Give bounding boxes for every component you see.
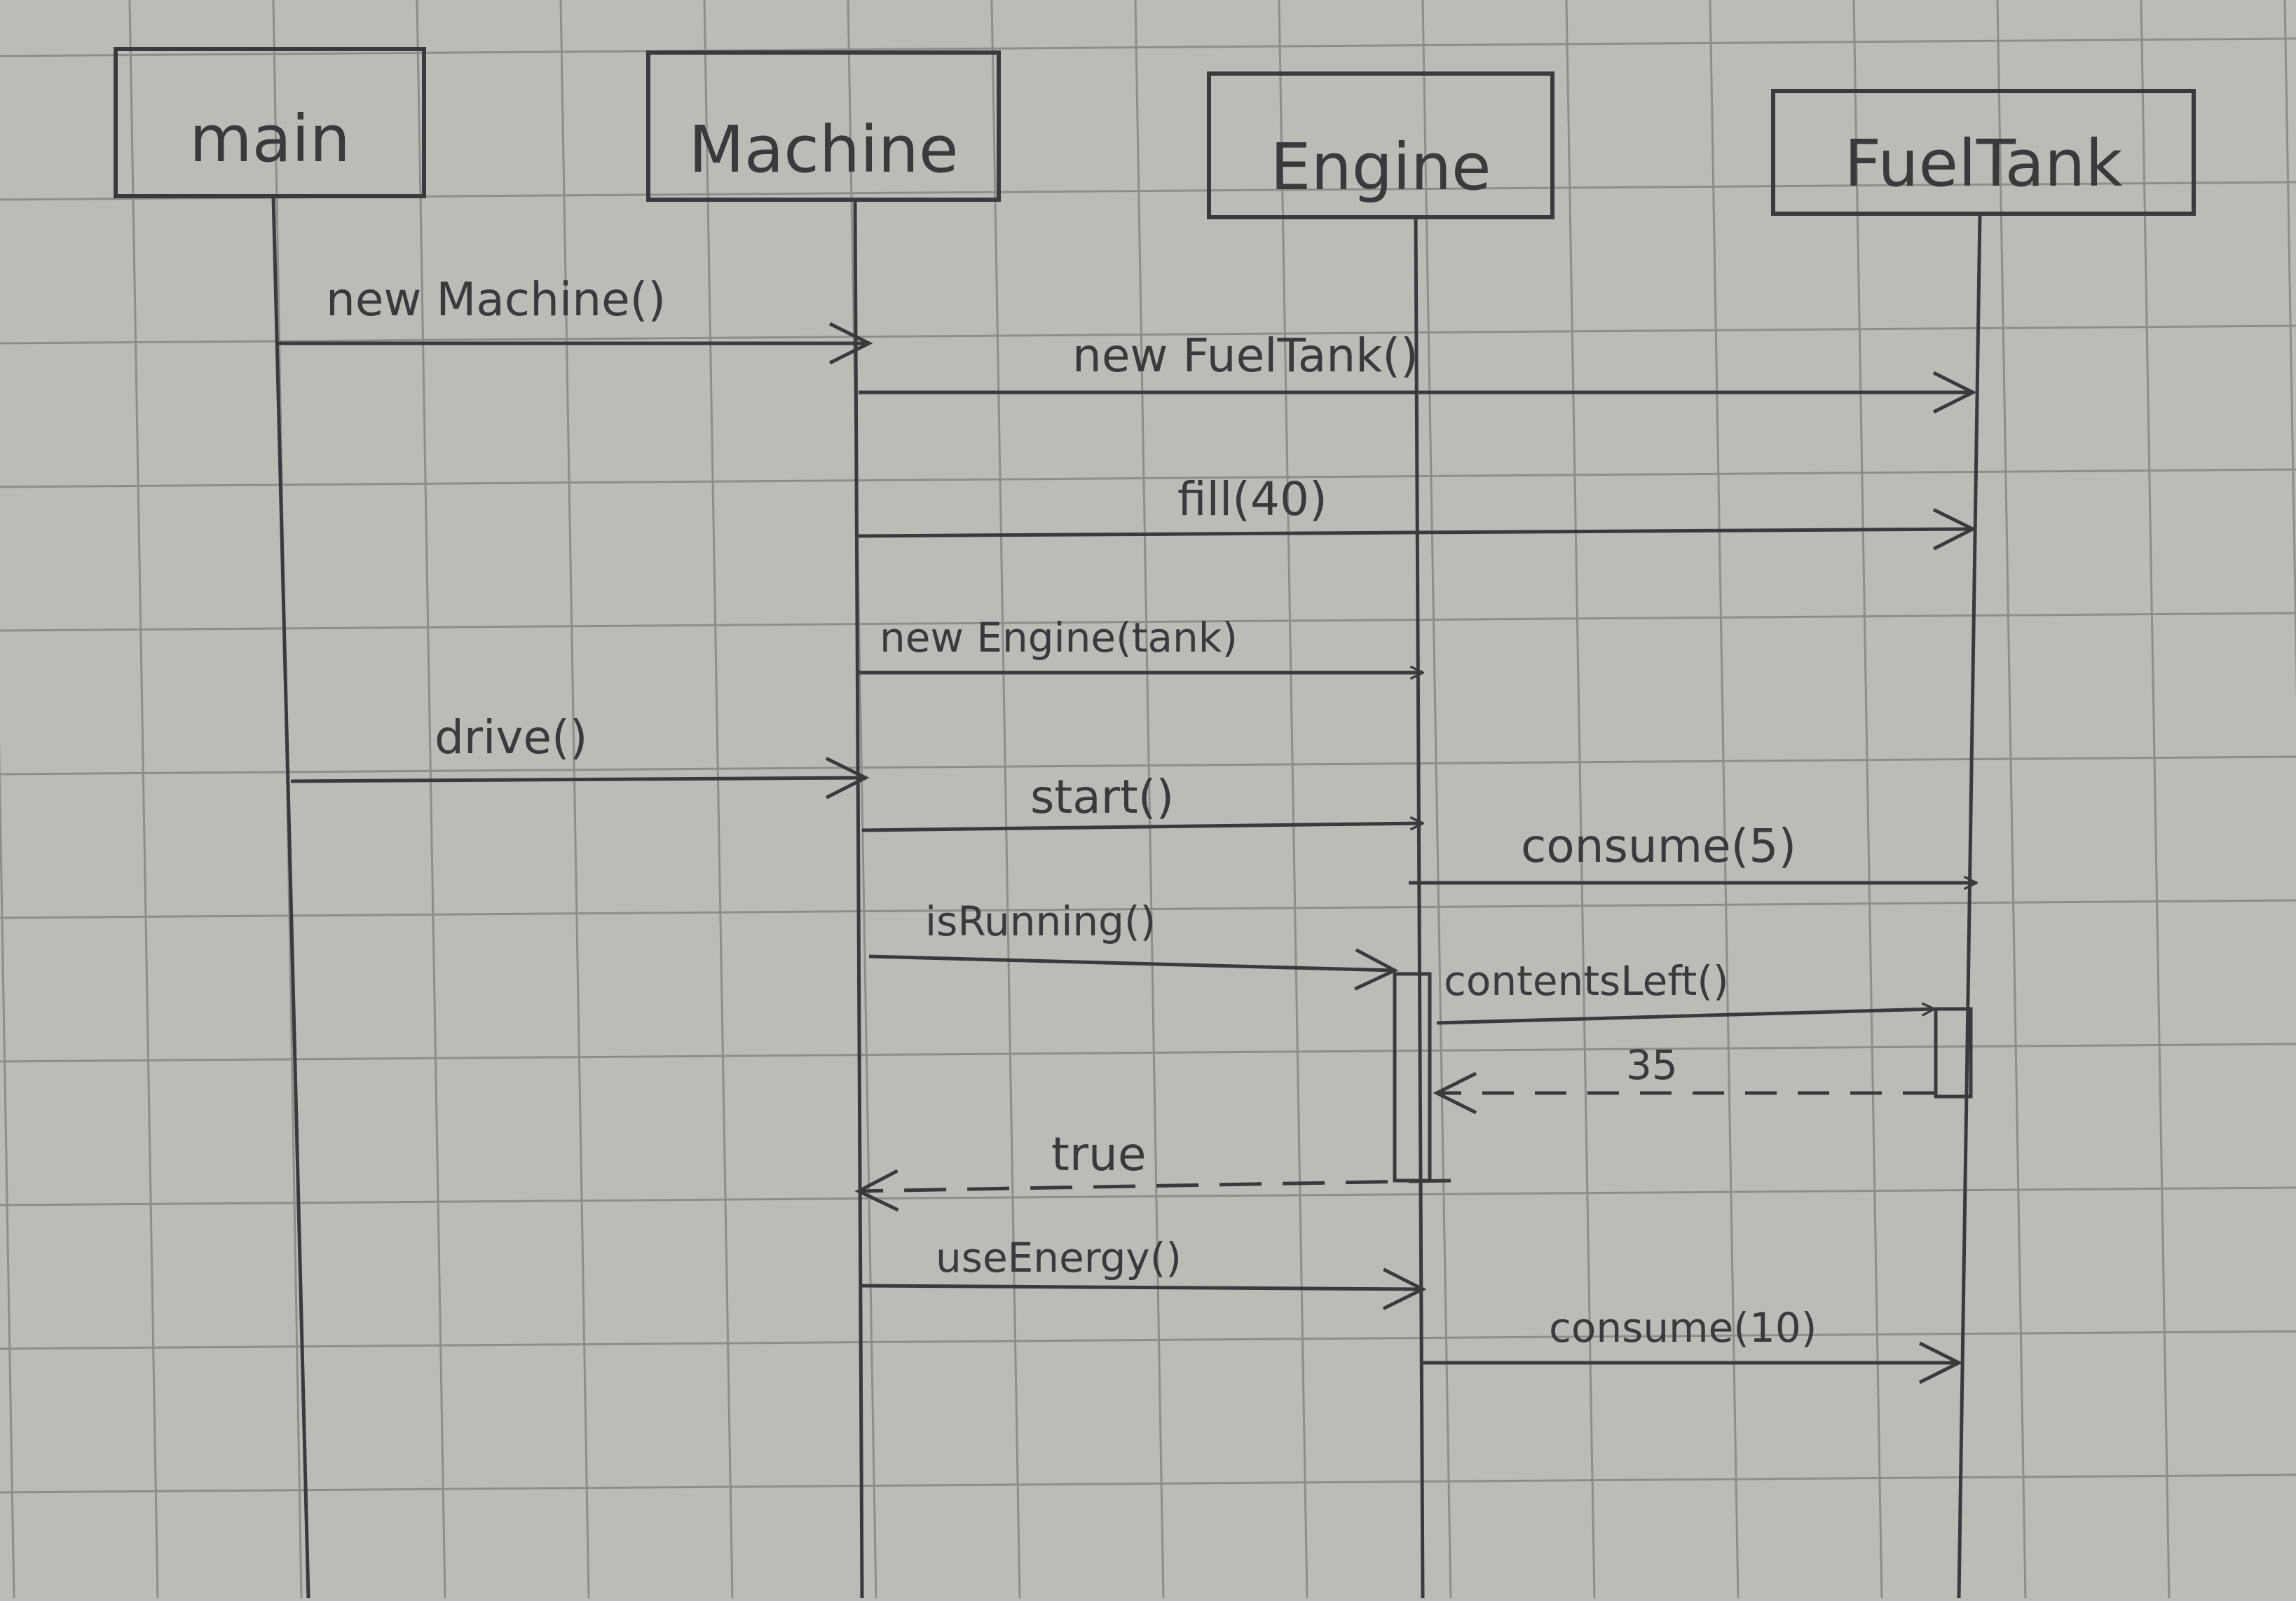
grid-line-vertical	[1709, 0, 1740, 1599]
message-arrow	[854, 1169, 1451, 1212]
message-label: isRunning()	[925, 898, 1156, 945]
grid-line-vertical	[2140, 0, 2171, 1599]
message-return-35: 35	[1433, 1041, 1934, 1115]
grid-line-vertical	[1421, 0, 1452, 1599]
message-label: contentsLeft()	[1444, 957, 1729, 1005]
message-label: drive()	[435, 710, 588, 764]
grid-line-vertical	[990, 0, 1021, 1599]
grid-line-horizontal	[0, 468, 2296, 488]
grid-line-vertical	[1134, 0, 1165, 1599]
message-arrow	[868, 948, 1399, 991]
participant-engine: Engine	[1207, 71, 1554, 219]
message-fill: fill(40)	[858, 472, 1977, 551]
grid-line-vertical	[416, 0, 446, 1599]
message-label: start()	[1030, 770, 1174, 824]
message-arrow	[1436, 1009, 1934, 1025]
participant-label: Engine	[1270, 130, 1491, 205]
grid-line-vertical	[1852, 0, 1883, 1599]
grid-line-vertical	[1996, 0, 2027, 1599]
grid-line-horizontal	[0, 1043, 2296, 1063]
message-return-true: true	[854, 1127, 1451, 1212]
grid-line-vertical	[128, 0, 159, 1599]
participant-box	[1771, 89, 2196, 216]
message-label: true	[1051, 1127, 1146, 1181]
lifeline-fueltank	[1957, 213, 1982, 1599]
activation-fueltank	[1934, 1007, 1973, 1099]
participant-main: main	[114, 47, 426, 198]
grid-line-vertical	[2283, 0, 2296, 699]
participant-fueltank: FuelTank	[1771, 89, 2196, 216]
grid-line-horizontal	[0, 37, 2296, 57]
message-arrow	[861, 1267, 1427, 1310]
message-drive: drive()	[290, 710, 870, 799]
message-isrunning: isRunning()	[868, 898, 1399, 991]
message-label: fill(40)	[1177, 472, 1327, 526]
lifeline-engine	[1414, 217, 1425, 1599]
grid-line-horizontal	[0, 755, 2296, 776]
lifeline-main	[271, 195, 310, 1599]
message-arrow	[858, 508, 1977, 551]
grid-line-horizontal	[0, 1473, 2296, 1494]
participant-machine: Machine	[646, 50, 1001, 202]
grid-line-vertical	[1278, 0, 1308, 1599]
grid-line-vertical	[1565, 0, 1596, 1599]
message-new-engine: new Engine(tank)	[859, 614, 1423, 673]
message-label: consume(5)	[1521, 819, 1796, 873]
grid-line-horizontal	[0, 612, 2296, 632]
message-useenergy: useEnergy()	[861, 1234, 1427, 1310]
participant-label: FuelTank	[1844, 126, 2123, 201]
grid-line-horizontal	[0, 1186, 2296, 1207]
grid-line-horizontal	[0, 899, 2296, 919]
message-start: start()	[861, 770, 1423, 832]
message-arrow	[861, 823, 1423, 832]
grid-line-vertical	[703, 0, 734, 1599]
message-arrow	[290, 757, 870, 799]
message-new-machine: new Machine()	[277, 273, 873, 365]
participant-box	[1207, 71, 1554, 219]
message-label: new Machine()	[326, 273, 666, 327]
grid-line-horizontal	[0, 324, 2296, 345]
activation-engine	[1393, 972, 1432, 1183]
grid-line-vertical	[0, 738, 15, 1599]
message-new-fueltank: new FuelTank()	[859, 329, 1977, 414]
message-consume-10: consume(10)	[1423, 1304, 1963, 1384]
lifeline-machine	[853, 199, 864, 1599]
participant-box	[646, 50, 1001, 202]
message-label: new Engine(tank)	[880, 614, 1238, 661]
message-consume-5: consume(5)	[1409, 819, 1976, 883]
participant-label: main	[189, 102, 350, 177]
grid-line-horizontal	[0, 1330, 2296, 1350]
message-label: useEnergy()	[936, 1234, 1182, 1282]
message-contentsleft: contentsLeft()	[1436, 957, 1934, 1025]
participant-box	[114, 47, 426, 198]
message-label: consume(10)	[1549, 1304, 1817, 1352]
message-label: new FuelTank()	[1072, 329, 1419, 383]
grid-line-vertical	[559, 0, 590, 1599]
participant-label: Machine	[688, 112, 958, 187]
message-label: 35	[1626, 1041, 1678, 1089]
